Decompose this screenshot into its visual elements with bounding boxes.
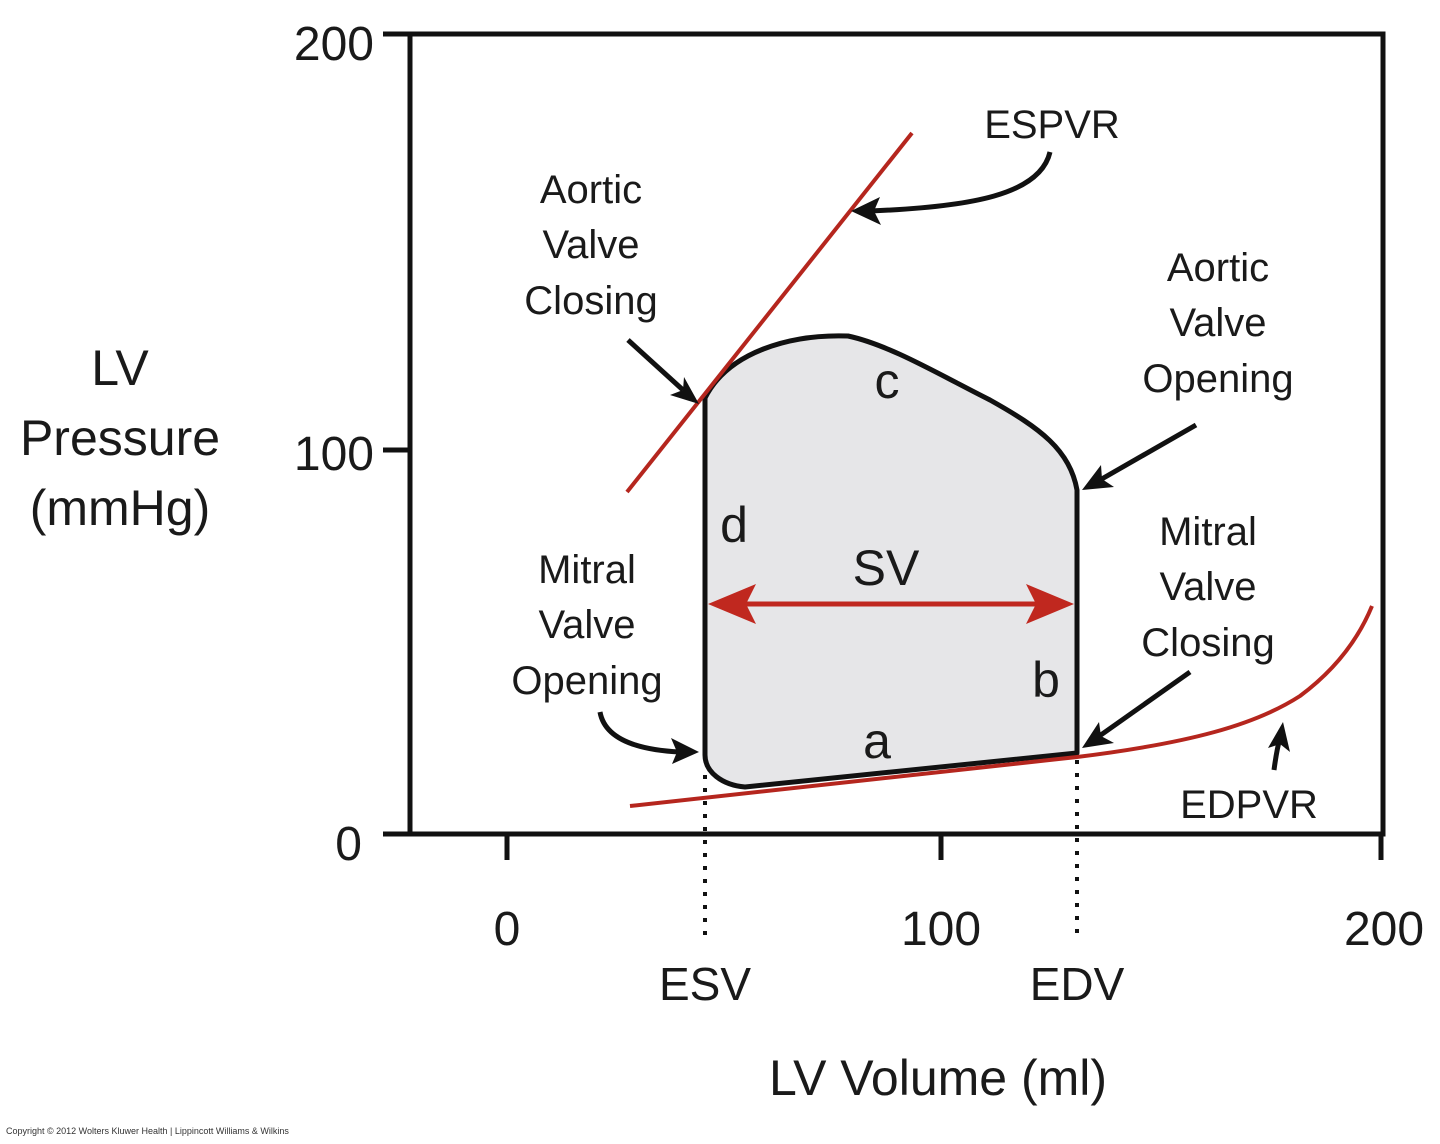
mitral-valve-opening-arrowhead xyxy=(671,738,699,764)
edpvr-pointer-arrowhead xyxy=(1268,722,1290,752)
copyright-notice: Copyright © 2012 Wolters Kluwer Health |… xyxy=(6,1126,289,1136)
y-axis-title-line-1: LV xyxy=(91,340,149,396)
x-tick-label-0: 0 xyxy=(494,903,521,956)
espvr-pointer-arrowhead xyxy=(851,197,881,225)
aortic-valve-opening-arrowhead xyxy=(1082,465,1114,490)
mitral-valve-closing-arrowhead xyxy=(1082,722,1114,748)
pv-loop xyxy=(702,333,1080,790)
y-axis-title-line-2: Pressure xyxy=(20,410,220,466)
espvr-label: ESPVR xyxy=(984,103,1120,147)
sv-arrowhead-right xyxy=(1026,584,1074,624)
espvr-pointer-arrow xyxy=(869,151,1053,214)
aortic-valve-opening-line-3: Opening xyxy=(1142,357,1293,401)
edv-label: EDV xyxy=(1030,958,1125,1010)
aortic-valve-closing-line-1: Aortic xyxy=(540,168,642,212)
aortic-valve-opening-annotation: Aortic Valve Opening xyxy=(1082,246,1294,490)
y-axis-ticks xyxy=(383,31,410,837)
phase-label-c: c xyxy=(875,353,900,409)
mitral-valve-closing-annotation: Mitral Valve Closing xyxy=(1082,510,1275,748)
phase-label-d: d xyxy=(720,497,748,553)
x-axis-title: LV Volume (ml) xyxy=(769,1050,1107,1106)
edpvr-label: EDPVR xyxy=(1180,783,1318,827)
phase-label-b: b xyxy=(1032,652,1060,708)
x-tick-label-100: 100 xyxy=(901,903,981,956)
mitral-valve-closing-line-3: Closing xyxy=(1141,621,1274,665)
sv-label: SV xyxy=(853,540,920,596)
mitral-valve-opening-arrow xyxy=(597,711,681,755)
mitral-valve-closing-line-1: Mitral xyxy=(1159,510,1257,554)
mitral-valve-opening-line-3: Opening xyxy=(511,659,662,703)
espvr-line xyxy=(625,131,914,494)
aortic-valve-closing-line-3: Closing xyxy=(524,279,657,323)
mitral-valve-opening-line-2: Valve xyxy=(538,603,635,647)
mitral-valve-opening-annotation: Mitral Valve Opening xyxy=(511,548,699,764)
x-axis-ticks xyxy=(504,834,1384,860)
phase-label-a: a xyxy=(863,713,891,769)
edpvr-curve xyxy=(629,605,1374,808)
esv-label: ESV xyxy=(659,958,751,1010)
aortic-valve-opening-line-1: Aortic xyxy=(1167,246,1269,290)
x-tick-label-200: 200 xyxy=(1344,903,1424,956)
y-tick-label-200: 200 xyxy=(294,18,374,71)
aortic-valve-closing-line-2: Valve xyxy=(542,223,639,267)
aortic-valve-opening-arrow xyxy=(1098,422,1198,483)
y-tick-label-100: 100 xyxy=(294,428,374,481)
sv-arrowhead-left xyxy=(708,584,756,624)
aortic-valve-closing-arrow xyxy=(626,338,685,392)
mitral-valve-closing-arrow xyxy=(1096,669,1192,740)
y-tick-label-0: 0 xyxy=(335,818,362,871)
aortic-valve-closing-arrowhead xyxy=(670,377,699,404)
plot-frame xyxy=(407,31,1386,837)
y-axis-title-line-3: (mmHg) xyxy=(30,480,211,536)
mitral-valve-closing-line-2: Valve xyxy=(1159,565,1256,609)
aortic-valve-closing-annotation: Aortic Valve Closing xyxy=(524,168,699,404)
mitral-valve-opening-line-1: Mitral xyxy=(538,548,636,592)
aortic-valve-opening-line-2: Valve xyxy=(1169,301,1266,345)
